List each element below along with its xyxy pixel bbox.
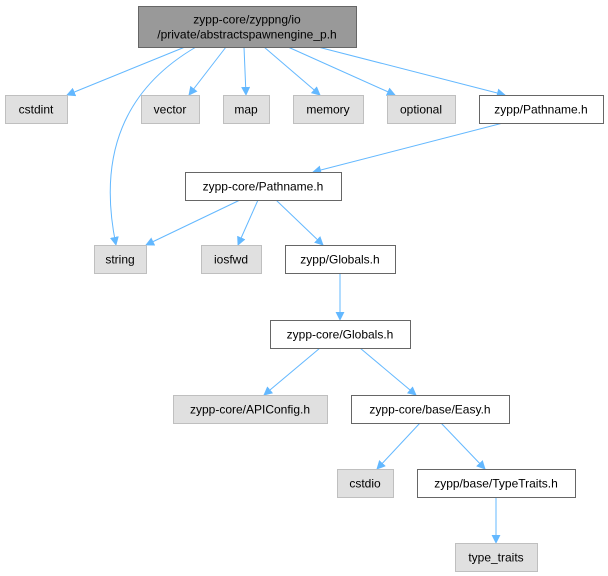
node-zypp-globals[interactable]: zypp/Globals.h — [285, 245, 396, 274]
node-label-zypp-globals: zypp/Globals.h — [300, 253, 379, 267]
node-box-zypp-pathname — [479, 95, 604, 124]
edge-core-pathname-to-iosfwd — [237, 199, 259, 246]
node-box-zypp-globals — [285, 245, 396, 274]
node-cstdio: cstdio — [337, 469, 394, 498]
edge-zypp-pathname-to-core-pathname — [312, 122, 504, 175]
graph-nodes: zypp-core/zyppng/io/private/abstractspaw… — [5, 6, 604, 572]
node-box-map — [223, 95, 270, 124]
node-label-memory: memory — [306, 103, 349, 117]
edge-root-to-string — [109, 46, 197, 246]
edge-core-pathname-to-zypp-globals — [275, 199, 324, 246]
node-apiconfig: zypp-core/APIConfig.h — [173, 395, 328, 424]
node-box-string — [94, 245, 147, 274]
node-label-typetraits: zypp/base/TypeTraits.h — [434, 477, 558, 491]
edge-easy-to-cstdio — [376, 422, 421, 470]
node-label-easy: zypp-core/base/Easy.h — [369, 403, 490, 417]
edge-root-to-map — [241, 46, 251, 96]
edge-root-to-optional — [287, 46, 396, 96]
node-box-root — [138, 6, 357, 48]
node-label-core-pathname: zypp-core/Pathname.h — [203, 180, 324, 194]
node-box-easy — [351, 395, 510, 424]
edge-root-to-cstdint — [66, 46, 186, 97]
node-memory: memory — [293, 95, 364, 124]
node-map: map — [223, 95, 270, 124]
node-label-core-globals: zypp-core/Globals.h — [287, 328, 394, 342]
node-box-cstdint — [5, 95, 68, 124]
node-label-cstdio: cstdio — [349, 477, 381, 491]
node-optional: optional — [387, 95, 456, 124]
node-label-vector: vector — [154, 103, 187, 117]
edge-root-to-vector — [188, 46, 227, 96]
node-label-cstdint: cstdint — [19, 103, 54, 117]
node-label-type-traits: type_traits — [468, 551, 523, 565]
node-label-map: map — [234, 103, 258, 117]
node-box-typetraits — [417, 469, 576, 498]
node-box-vector — [141, 95, 200, 124]
node-box-memory — [293, 95, 364, 124]
edge-root-to-zypp-pathname — [317, 46, 506, 98]
node-label-zypp-pathname: zypp/Pathname.h — [494, 103, 587, 117]
node-box-core-globals — [270, 320, 411, 349]
node-core-globals[interactable]: zypp-core/Globals.h — [270, 320, 411, 349]
node-box-core-pathname — [185, 172, 342, 201]
node-box-cstdio — [337, 469, 394, 498]
node-core-pathname[interactable]: zypp-core/Pathname.h — [185, 172, 342, 201]
node-label-apiconfig: zypp-core/APIConfig.h — [190, 403, 310, 417]
node-box-iosfwd — [201, 245, 262, 274]
node-box-optional — [387, 95, 456, 124]
node-box-apiconfig — [173, 395, 328, 424]
node-label-optional: optional — [400, 103, 442, 117]
node-label-root-line-2: /private/abstractspawnengine_p.h — [157, 28, 336, 42]
node-vector: vector — [141, 95, 200, 124]
edge-core-globals-to-easy — [359, 347, 417, 396]
node-cstdint: cstdint — [5, 95, 68, 124]
node-iosfwd: iosfwd — [201, 245, 262, 274]
node-label-iosfwd: iosfwd — [214, 253, 248, 267]
node-zypp-pathname[interactable]: zypp/Pathname.h — [479, 95, 604, 124]
edge-root-to-memory — [263, 46, 321, 96]
graph-edges — [66, 46, 506, 544]
node-typetraits[interactable]: zypp/base/TypeTraits.h — [417, 469, 576, 498]
node-label-string: string — [105, 253, 134, 267]
edge-easy-to-typetraits — [440, 422, 486, 470]
node-box-type-traits — [455, 543, 538, 572]
node-label-root-line-1: zypp-core/zyppng/io — [193, 13, 301, 27]
edge-core-globals-to-apiconfig — [263, 347, 321, 396]
node-type-traits: type_traits — [455, 543, 538, 572]
node-easy[interactable]: zypp-core/base/Easy.h — [351, 395, 510, 424]
node-root: zypp-core/zyppng/io/private/abstractspaw… — [138, 6, 357, 48]
node-string: string — [94, 245, 147, 274]
edge-core-pathname-to-string — [145, 199, 241, 246]
